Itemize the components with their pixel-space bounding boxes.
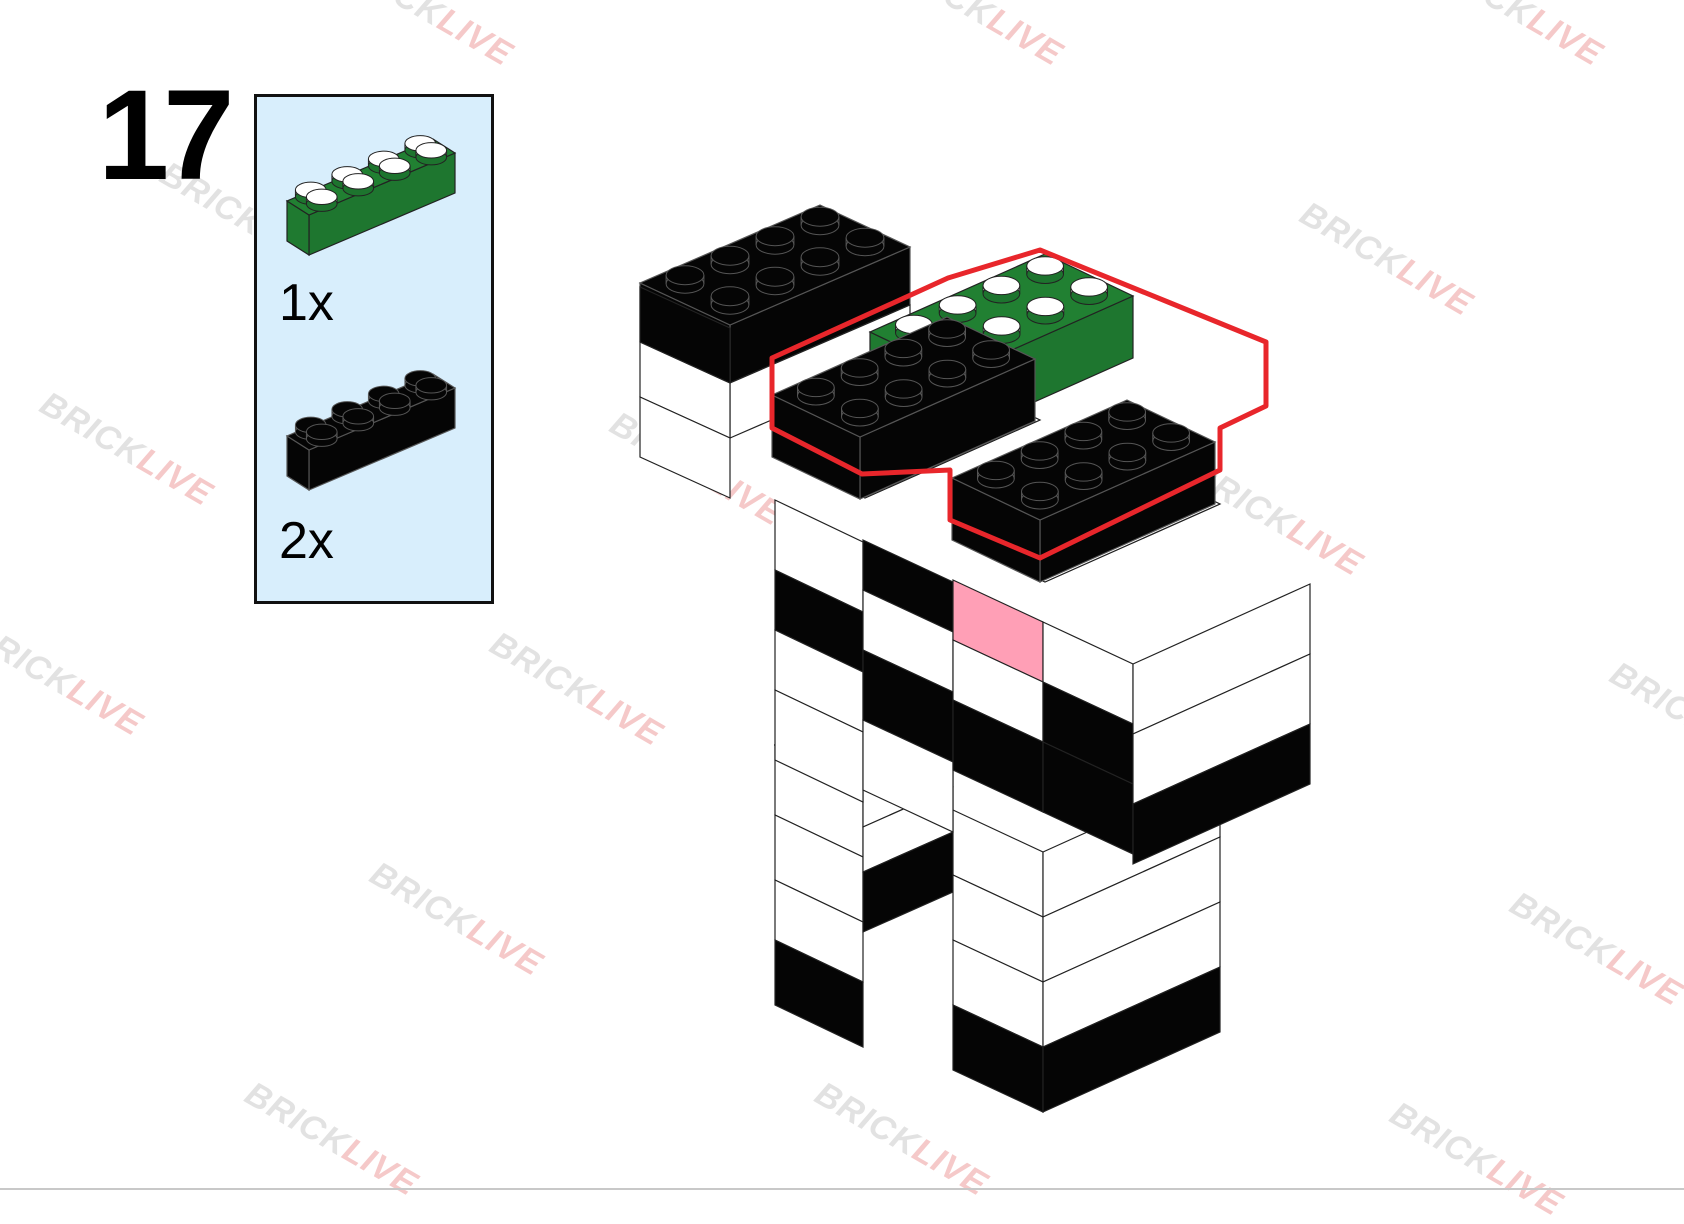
body-left-face-b	[862, 539, 954, 833]
green-brick-2x4-part	[285, 135, 457, 257]
parts-list-panel: 1x 2x	[254, 94, 494, 604]
page-bottom-rule	[0, 1188, 1684, 1190]
new-parts-highlight	[769, 247, 1269, 561]
new-black-brick-front	[950, 399, 1217, 583]
body-right-face	[1132, 583, 1311, 865]
assembly-model	[638, 204, 1311, 1113]
green-brick	[285, 135, 457, 257]
new-black-brick-back	[770, 316, 1037, 500]
body-left-face-a	[774, 499, 864, 803]
black-brick	[285, 370, 457, 492]
part-count-black: 2x	[279, 512, 334, 570]
leg-front-left	[952, 809, 1044, 1113]
part-count-green: 1x	[279, 274, 334, 332]
body-left-face-d	[1042, 621, 1134, 855]
black-brick-2x4-part	[285, 370, 457, 492]
head-left-face	[639, 341, 731, 499]
body-left-face-c	[952, 579, 1044, 813]
head-left-face-top	[639, 286, 731, 384]
step-number: 17	[98, 64, 234, 207]
